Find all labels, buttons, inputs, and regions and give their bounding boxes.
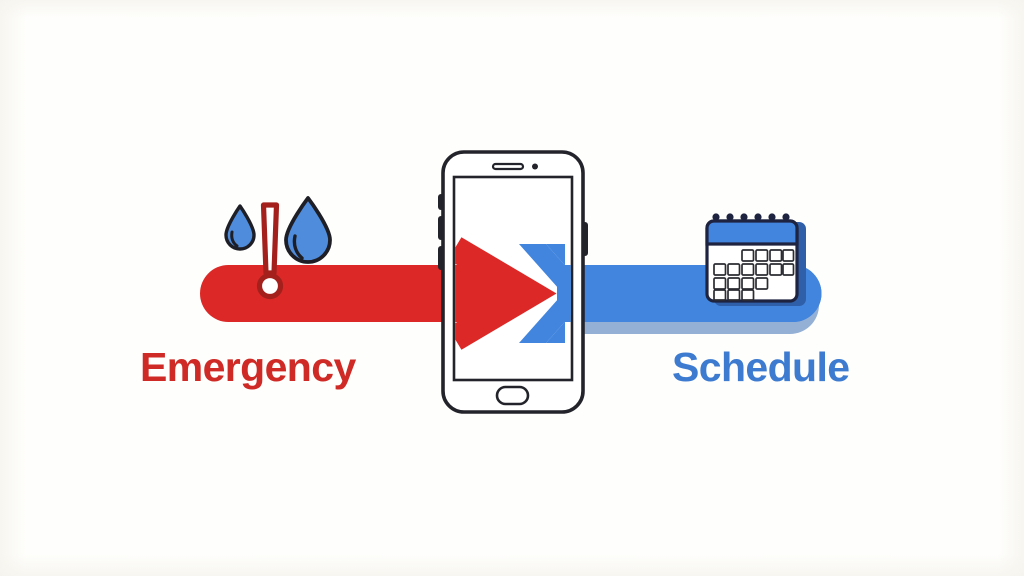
- schedule-label: Schedule: [672, 344, 850, 390]
- calendar-icon: [705, 213, 806, 306]
- water-drop-small-icon: [224, 204, 256, 251]
- arrow-overlay-on-screen: [455, 237, 571, 350]
- exclamation-icon: [256, 202, 284, 300]
- water-drop-large-icon: [284, 196, 332, 264]
- emergency-label: Emergency: [140, 344, 356, 390]
